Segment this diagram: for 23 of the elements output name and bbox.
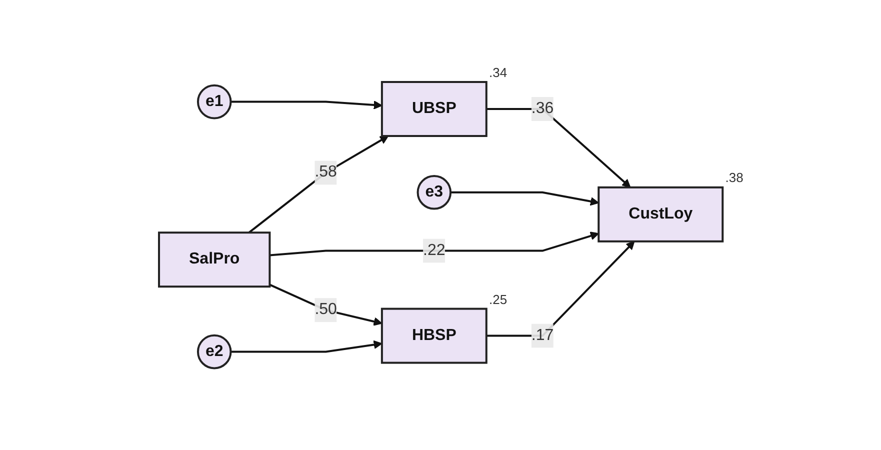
arrow (230, 340, 382, 353)
edge-label: .22 (422, 242, 445, 259)
r-squared-value: .25 (489, 292, 508, 307)
arrow (230, 100, 382, 110)
node-box (380, 308, 488, 364)
node-circle (196, 334, 232, 370)
node-circle (416, 174, 452, 210)
node-box (597, 186, 724, 242)
arrow (268, 284, 382, 326)
node-box (380, 80, 488, 137)
arrow (450, 191, 599, 206)
edge-label: .36 (531, 100, 554, 117)
edge-label: .58 (314, 164, 337, 181)
edge-label: .17 (531, 326, 554, 344)
node-box (158, 232, 270, 288)
arrow (269, 232, 599, 256)
arrow (248, 136, 388, 234)
edge-label: .50 (314, 301, 337, 318)
arrow (486, 108, 630, 188)
r-squared-value: .34 (489, 64, 508, 80)
arrow (486, 240, 634, 337)
r-squared-value: .38 (725, 170, 744, 186)
node-circle (196, 84, 232, 120)
